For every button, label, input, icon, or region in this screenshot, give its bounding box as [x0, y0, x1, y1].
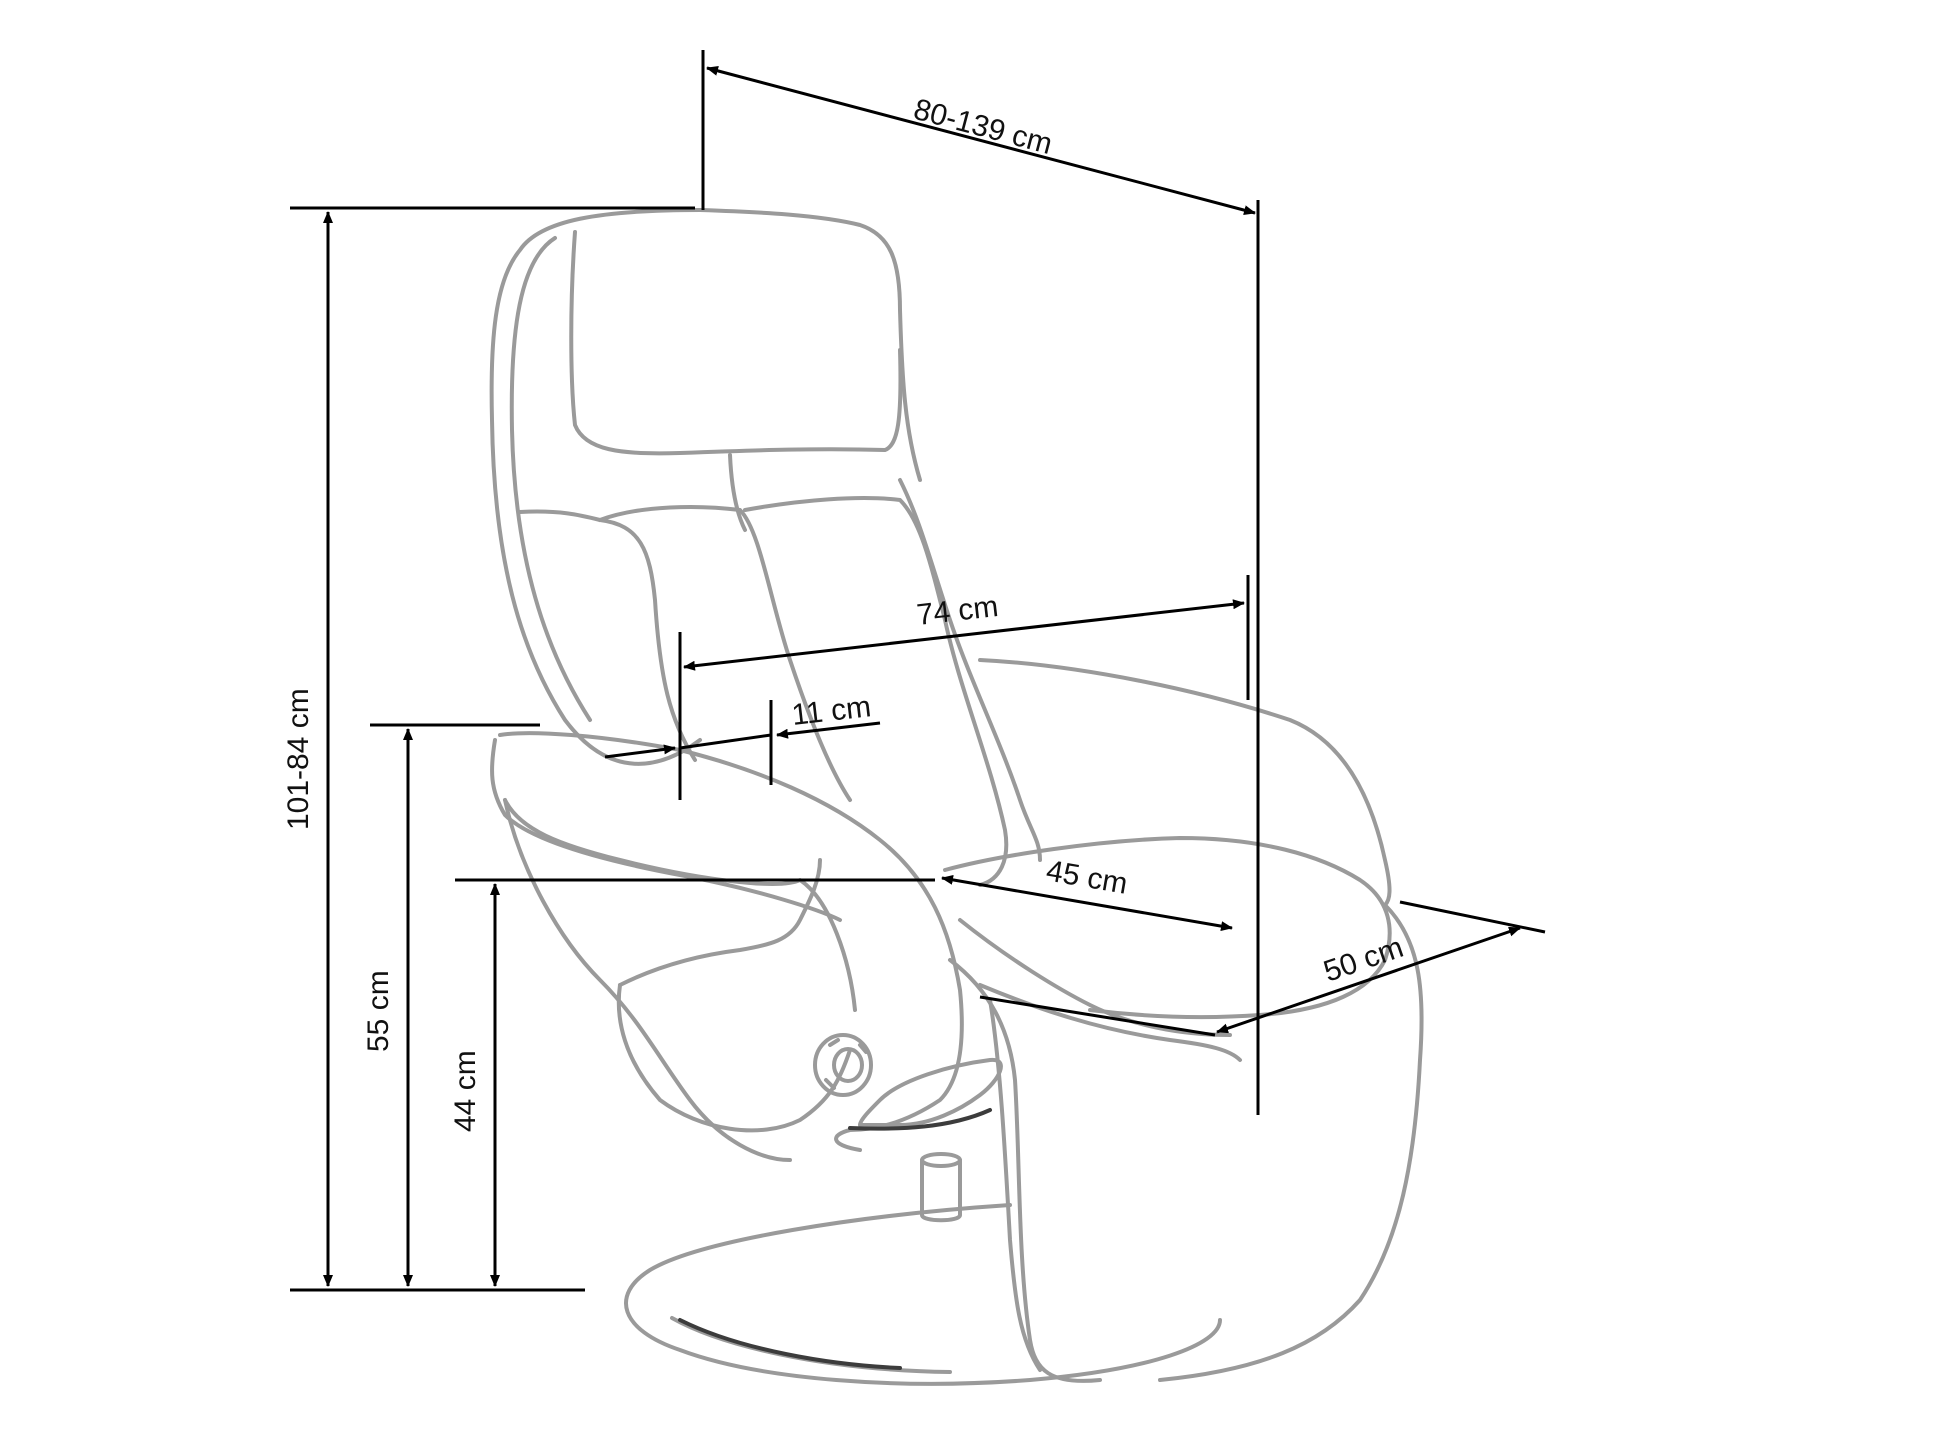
- front-panel: [948, 958, 1102, 1383]
- base-shadow: [678, 1318, 902, 1370]
- armrest-inner-seam: [503, 798, 857, 1012]
- footrest: [978, 983, 1242, 1062]
- side-tray: [858, 1057, 1003, 1127]
- extension-line-footrest-left: [979, 995, 1216, 1037]
- seat-height-label: 44 cm: [449, 1050, 482, 1132]
- armrest-top: [490, 738, 842, 922]
- armrest-side: [503, 798, 792, 1162]
- footrest-width-dimension-line: [1216, 926, 1521, 1034]
- depth-dimension-line: [706, 65, 1256, 216]
- headrest-cushion: [569, 230, 903, 456]
- extension-line-footrest-right: [1399, 900, 1546, 934]
- recline-knob: [813, 1033, 873, 1097]
- back-side-edge: [898, 478, 1042, 862]
- base-edge: [670, 1316, 952, 1374]
- swivel-stem: [920, 1158, 962, 1223]
- backrest-outer: [489, 208, 702, 766]
- footrest-width-label: 50 cm: [1320, 931, 1408, 989]
- seat-depth-dimension-line: [941, 874, 1233, 932]
- width-label: 74 cm: [915, 590, 1000, 632]
- side-tray-edge: [848, 1108, 992, 1131]
- headrest-top: [698, 208, 922, 482]
- seat-depth-label: 45 cm: [1044, 854, 1130, 900]
- swivel-base: [624, 1203, 1222, 1386]
- dimension-lines: [290, 50, 1546, 1292]
- total-height-label: 101-84 cm: [282, 688, 315, 830]
- seat-cushion-front: [958, 918, 1232, 1037]
- armrest-width-dimension-line: [679, 733, 772, 750]
- seat-cushion: [943, 836, 1392, 1020]
- stem-collar: [920, 1152, 962, 1168]
- armrest-height-label: 55 cm: [362, 970, 395, 1052]
- total-depth-label: 80-139 cm: [910, 93, 1055, 161]
- back-cushion-left: [518, 509, 697, 762]
- armrest-panel-curve: [616, 983, 852, 1133]
- back-cushion-center: [598, 505, 852, 802]
- recliner-chair-drawing: [489, 208, 1424, 1386]
- armrest-panel-lower: [618, 858, 822, 987]
- dimension-labels: 80-139 cm 74 cm 11 cm 45 cm 50 cm 101-84…: [282, 93, 1408, 1132]
- front-panel-inner: [988, 998, 1042, 1372]
- back-seam-center: [728, 453, 747, 532]
- armrest-width-arrow-right: [776, 721, 881, 739]
- seat-back-right: [978, 658, 1392, 907]
- backrest-edge: [509, 236, 592, 722]
- width-dimension-line: [683, 599, 1245, 671]
- back-cushion-right: [743, 496, 1009, 887]
- armrest-width-arrow-left: [604, 744, 676, 759]
